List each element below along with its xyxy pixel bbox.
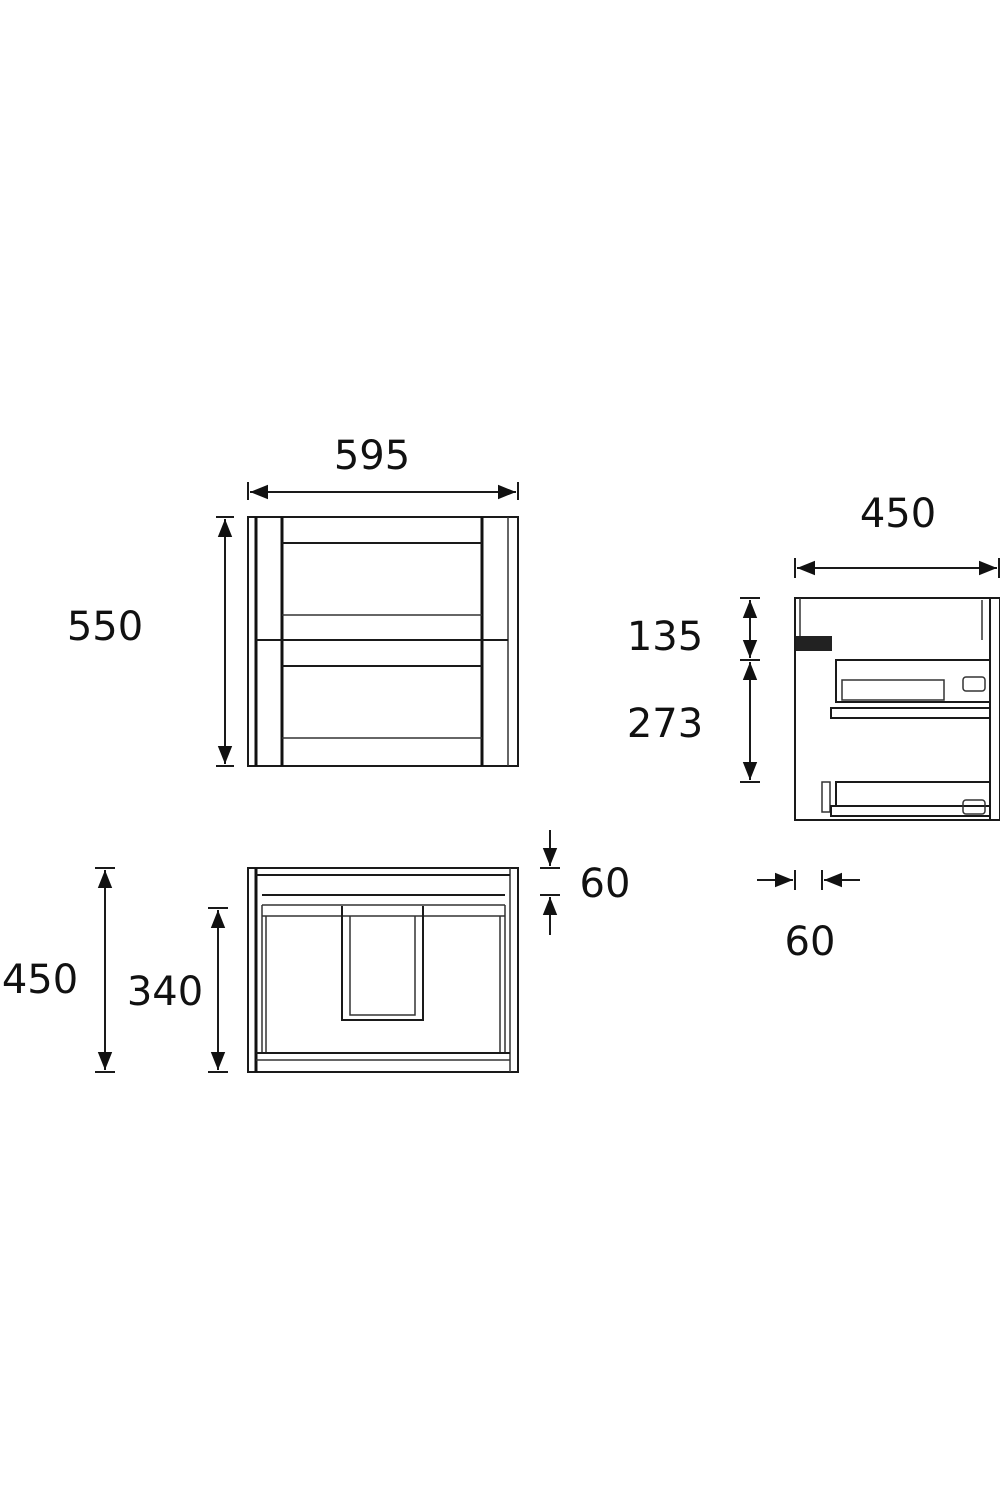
height-label: 550	[67, 604, 143, 650]
inner-depth-label: 340	[127, 969, 203, 1015]
front-view	[247, 516, 519, 767]
plan-depth-label: 450	[2, 957, 78, 1003]
side-view	[794, 597, 1000, 821]
plan-depth-dimension: 450	[2, 867, 115, 1073]
plan-top-band-dimension: 60	[540, 830, 630, 935]
side-depth-label: 450	[860, 491, 936, 537]
front-height-dimension: 550	[67, 516, 234, 767]
width-label: 595	[334, 433, 410, 479]
top-drawer-label: 135	[627, 614, 703, 660]
lower-drawer-label: 273	[627, 701, 703, 747]
plan-view	[247, 867, 519, 1073]
side-depth-dimension: 450	[794, 491, 1000, 578]
top-band-label: 60	[580, 861, 631, 907]
front-width-dimension: 595	[247, 433, 519, 500]
back-offset-dimension: 60	[757, 870, 860, 965]
plan-inner-depth-dimension: 340	[127, 907, 228, 1073]
back-offset-label: 60	[785, 919, 836, 965]
drawer-height-dimensions: 135 273	[627, 597, 760, 783]
